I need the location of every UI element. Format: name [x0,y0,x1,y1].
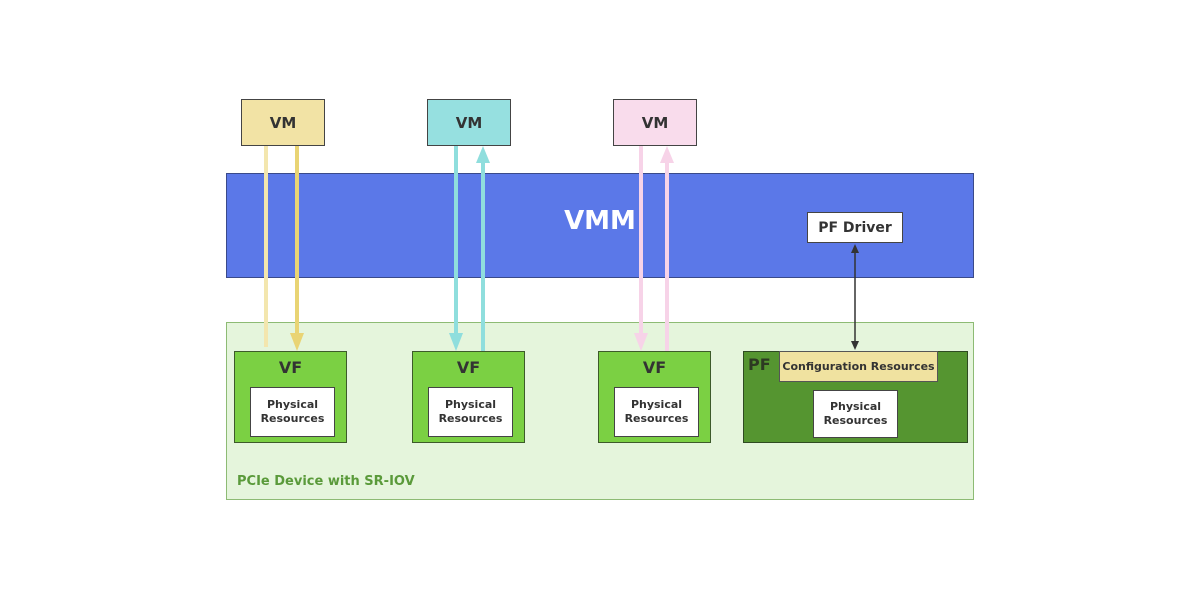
resources-line2: Resources [438,412,503,425]
resources-line1: Physical [444,398,497,411]
configuration-resources-box: Configuration Resources [779,351,938,382]
configuration-resources-label: Configuration Resources [782,360,935,373]
vf-title: VF [642,358,667,377]
vm2-arrowhead-up [476,146,490,163]
resources-line1: Physical [630,398,683,411]
vm-label: VM [641,113,669,132]
resources-line2: Resources [823,414,888,427]
pf-driver-label: PF Driver [818,219,892,236]
vm-box-3: VM [613,99,697,146]
vmm-label: VMM [564,206,636,236]
resources-line2: Resources [260,412,325,425]
resources-line1: Physical [829,400,882,413]
vf-title: VF [278,358,303,377]
pcie-device-label: PCIe Device with SR-IOV [237,474,415,489]
vf-title: VF [456,358,481,377]
resources-line1: Physical [266,398,319,411]
vm-label: VM [269,113,297,132]
vm-box-1: VM [241,99,325,146]
vm-box-2: VM [427,99,511,146]
resources-line2: Resources [624,412,689,425]
pf-title: PF [748,355,771,374]
vm-label: VM [455,113,483,132]
pf-driver-box: PF Driver [807,212,903,243]
vm3-arrowhead-up [660,146,674,163]
